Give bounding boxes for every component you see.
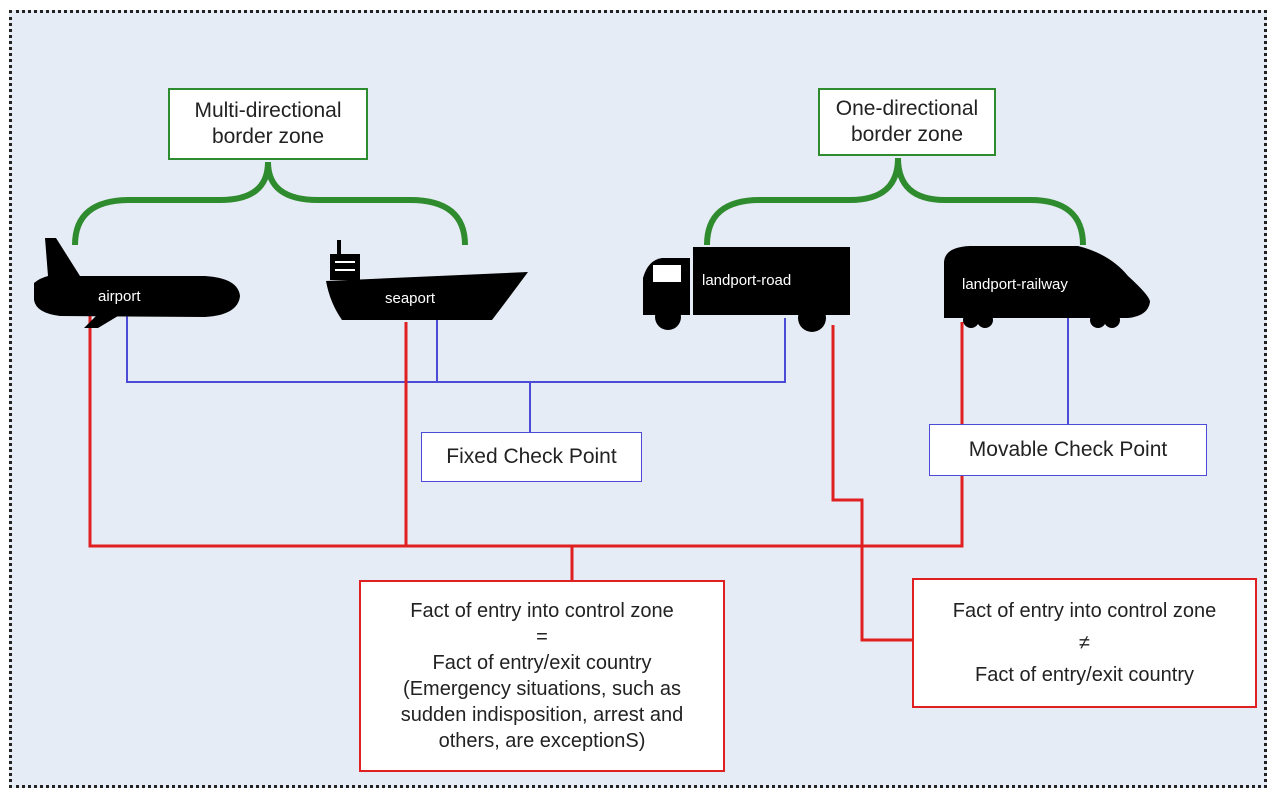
landport-railway-label: landport-railway [962, 276, 1068, 293]
multi-zone-line1: Multi-directional [194, 99, 342, 122]
fact-notequal-line1: Fact of entry into control zone [952, 600, 1217, 622]
ship-windows [335, 261, 355, 271]
one-zone-line1: One-directional [835, 97, 979, 120]
fact-equal-line2: Fact of entry/exit country [432, 652, 652, 674]
movable-check-point-box: Movable Check Point [929, 424, 1207, 476]
multi-directional-zone-box: Multi-directional border zone [168, 88, 368, 160]
ship-icon [326, 240, 528, 320]
fixed-check-point-box: Fixed Check Point [421, 432, 642, 482]
multi-zone-line2: border zone [211, 125, 325, 148]
fact-notequal-symbol: ≠ [1079, 632, 1090, 654]
fact-equal-line1: Fact of entry into control zone [410, 600, 674, 622]
truck-icon [643, 247, 850, 332]
multi-zone-brace [72, 161, 468, 246]
fact-equal-line4: sudden indisposition, arrest and [400, 704, 684, 726]
fact-equal-line3: (Emergency situations, such as [403, 678, 681, 700]
fact-notequal-line2: Fact of entry/exit country [975, 664, 1194, 686]
fixed-check-point-lines [126, 315, 786, 432]
one-zone-line2: border zone [850, 123, 964, 146]
fact-equal-box: Fact of entry into control zone = Fact o… [359, 580, 725, 772]
landport-road-label: landport-road [702, 272, 792, 289]
fact-notequal-box: Fact of entry into control zone ≠ Fact o… [912, 578, 1257, 708]
airplane-icon [34, 238, 240, 328]
one-zone-brace [704, 157, 1086, 246]
one-directional-zone-box: One-directional border zone [818, 88, 996, 156]
fact-equal-symbol: = [536, 626, 548, 648]
fact-equal-line5: others, are exceptionS) [438, 730, 646, 752]
airport-label: airport [98, 288, 141, 305]
seaport-label: seaport [385, 290, 436, 307]
fact-notequal-line [831, 325, 915, 642]
fixed-check-point-label: Fixed Check Point [446, 445, 617, 468]
movable-check-point-label: Movable Check Point [968, 438, 1168, 461]
train-icon [944, 246, 1150, 328]
truck-window [653, 265, 681, 282]
